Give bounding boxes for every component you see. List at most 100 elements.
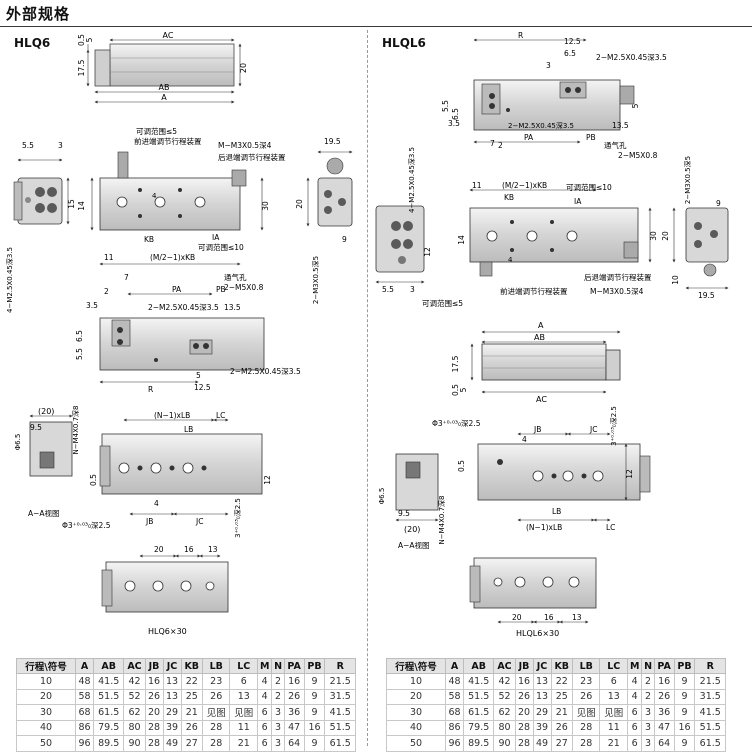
table-cell: 9 bbox=[673, 735, 696, 752]
table-cell: 20 bbox=[16, 688, 76, 705]
table-cell: 49 bbox=[162, 735, 182, 752]
table-cell: 6 bbox=[626, 704, 643, 721]
table-header-cell: R bbox=[694, 658, 726, 674]
hlq6-top-view bbox=[86, 38, 242, 104]
dim-05-front: 0.5 bbox=[89, 474, 98, 486]
dim-35-bottom: 3.5 bbox=[86, 301, 98, 310]
table-header-cell: AB bbox=[462, 658, 495, 674]
dim-14-right: 14 bbox=[457, 235, 466, 245]
pin-hole-side-front: 3⁺⁰·⁰³₀深2.5 bbox=[233, 498, 242, 538]
pin-hole-front: Φ3⁺⁰·⁰³₀深2.5 bbox=[62, 521, 111, 530]
dim-9-side: 9 bbox=[342, 235, 347, 244]
dim-5-right: 5 bbox=[631, 103, 640, 108]
front-adjust-label: 前进端调节行程装置 bbox=[134, 136, 202, 146]
dim-55-right: 5.5 bbox=[441, 100, 450, 112]
dim-65-bottom: 6.5 bbox=[75, 330, 84, 342]
table-cell: 27 bbox=[180, 735, 203, 752]
table-cell: 39 bbox=[532, 719, 552, 736]
dim-r-bottom: R bbox=[148, 385, 153, 394]
table-cell: 61.5 bbox=[462, 704, 495, 721]
adjust-range-5-right: 可调范围≤5 bbox=[422, 298, 463, 308]
table-cell: 21 bbox=[180, 704, 203, 721]
table-cell: 51.5 bbox=[92, 688, 125, 705]
dim-5-bottom: 5 bbox=[196, 371, 201, 380]
tap-2m3-right: 2−M3X0.5深5 bbox=[683, 156, 692, 204]
table-cell: 9 bbox=[673, 673, 696, 690]
table-cell: 90 bbox=[123, 735, 146, 752]
table-cell: 9 bbox=[303, 735, 326, 752]
dim-30-plan: 30 bbox=[261, 201, 270, 211]
dim-ia-plan: IA bbox=[212, 233, 220, 242]
dim-3-end-right: 3 bbox=[410, 285, 415, 294]
table-cell: 28 bbox=[514, 719, 534, 736]
dim-a-top: A bbox=[161, 93, 167, 102]
table-header-cell: PB bbox=[303, 658, 326, 674]
table-cell: 21 bbox=[550, 704, 573, 721]
dim-175-right: 17.5 bbox=[451, 355, 460, 372]
table-header-cell: JC bbox=[532, 658, 552, 674]
dim-65-right: 6.5 bbox=[564, 49, 576, 58]
table-cell: 29 bbox=[162, 704, 182, 721]
dim-20-side-right: 20 bbox=[661, 231, 670, 241]
table-header-cell: LB bbox=[571, 658, 601, 674]
hlq6-front-view bbox=[99, 418, 263, 516]
table-cell: 28 bbox=[514, 735, 534, 752]
table-header-cell: JB bbox=[144, 658, 164, 674]
tap-2m3-label: 2−M3X0.5深5 bbox=[311, 256, 320, 304]
table-cell: 27 bbox=[550, 735, 573, 752]
table-header-cell: LC bbox=[599, 658, 628, 674]
table-header-cell: A bbox=[75, 658, 94, 674]
hlql6-section-aa bbox=[395, 453, 439, 522]
rear-adjust-label: 后退端调节行程装置 bbox=[218, 152, 286, 162]
dim-195-side-right: 19.5 bbox=[698, 291, 715, 300]
table-cell: 20 bbox=[514, 704, 534, 721]
table-cell: 6 bbox=[229, 673, 258, 690]
hlql6-end-view bbox=[375, 205, 425, 284]
table-cell: 41.5 bbox=[694, 704, 726, 721]
dim-kb-right: KB bbox=[504, 193, 514, 202]
dim-r-right: R bbox=[518, 31, 523, 40]
table-cell: 48 bbox=[445, 673, 464, 690]
tap-2m25-bottom: 2−M2.5X0.45深3.5 bbox=[148, 303, 219, 312]
table-header-cell: M bbox=[256, 658, 273, 674]
table-cell: 30 bbox=[386, 704, 446, 721]
table-cell: 3 bbox=[271, 704, 285, 721]
table-cell: 13 bbox=[162, 688, 182, 705]
table-cell: 42 bbox=[493, 673, 516, 690]
table-cell: 29 bbox=[532, 704, 552, 721]
table-cell: 26 bbox=[653, 688, 675, 705]
hlq6-bottom-view bbox=[99, 292, 265, 384]
table-cell: 26 bbox=[283, 688, 305, 705]
table-cell: 26 bbox=[571, 688, 601, 705]
table-cell: 16 bbox=[144, 673, 164, 690]
table-header-cell: 行程\符号 bbox=[16, 658, 76, 674]
hlql6-top-view bbox=[470, 330, 621, 394]
dim-35-right: 3.5 bbox=[448, 119, 460, 128]
table-cell: 13 bbox=[162, 673, 182, 690]
table-header-cell: PB bbox=[673, 658, 696, 674]
dim-ac-top: AC bbox=[163, 31, 174, 40]
table-cell: 2 bbox=[271, 688, 285, 705]
hlql6-side-view bbox=[672, 207, 729, 290]
table-cell: 见图 bbox=[229, 704, 258, 721]
model-label-hlql6: HLQL6 bbox=[382, 36, 426, 50]
hlq6-side-view bbox=[306, 150, 353, 227]
table-cell: 6 bbox=[626, 719, 643, 736]
tap-2m25-bottom-b: 2−M2.5X0.45深3.5 bbox=[230, 367, 301, 376]
table-cell: 52 bbox=[123, 688, 146, 705]
air-port-thread-right: 2−M5X0.8 bbox=[618, 151, 658, 160]
table-cell: 28 bbox=[144, 735, 164, 752]
table-cell: 41.5 bbox=[462, 673, 495, 690]
hlql6x30-view bbox=[469, 557, 597, 624]
table-cell: 64 bbox=[653, 735, 675, 752]
dim-3-end: 3 bbox=[58, 141, 63, 150]
dim-135-right: 13.5 bbox=[612, 121, 629, 130]
table-cell: 6 bbox=[599, 673, 628, 690]
phi65-section: Φ6.5 bbox=[14, 434, 22, 451]
table-cell: 58 bbox=[445, 688, 464, 705]
dim-05-top-right: 0.5 bbox=[451, 384, 460, 396]
